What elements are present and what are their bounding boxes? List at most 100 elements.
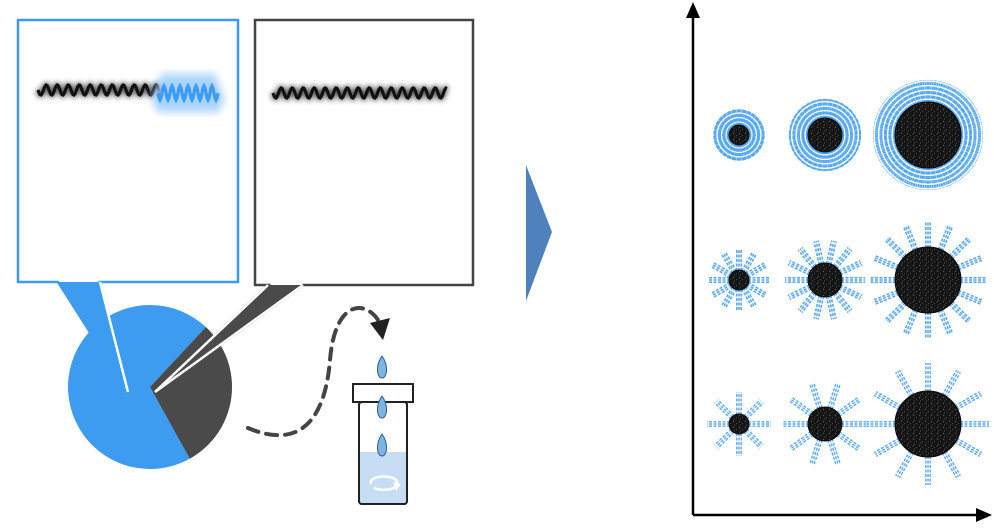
- corona-arm: [841, 133, 862, 139]
- corona-arm: [790, 123, 810, 132]
- corona-arm: [713, 262, 733, 275]
- corona-arm: [948, 158, 966, 177]
- corona-arm: [892, 159, 910, 179]
- corona-arm: [954, 151, 975, 166]
- corona-arm: [924, 166, 928, 190]
- corona-arm: [943, 87, 958, 108]
- corona-arm: [822, 98, 826, 119]
- corona-arm: [713, 285, 733, 298]
- micelle-core: [728, 124, 750, 146]
- corona-arm: [747, 281, 767, 294]
- corona-arm: [960, 135, 984, 141]
- corona-arm: [946, 90, 962, 111]
- corona-arm: [714, 428, 732, 446]
- corona-arm: [797, 290, 814, 311]
- corona-arm: [873, 437, 900, 454]
- corona-arm: [840, 135, 861, 141]
- corona-arm: [875, 143, 898, 152]
- corona-arm: [840, 129, 861, 135]
- corona-arm: [946, 159, 962, 180]
- corona-arm: [714, 139, 732, 145]
- corona-arm: [837, 432, 860, 450]
- corona-arm: [928, 166, 932, 190]
- corona-arm: [836, 249, 853, 270]
- corona-arm: [826, 99, 834, 120]
- corona-arm: [873, 137, 897, 143]
- corona-arm: [896, 88, 912, 109]
- corona-arm: [881, 104, 902, 119]
- corona-arm: [889, 156, 907, 176]
- corona-arm: [808, 102, 819, 122]
- corona-arm: [922, 166, 926, 190]
- corona-arm: [873, 254, 900, 267]
- corona-arm: [740, 288, 753, 308]
- corona-arm: [945, 450, 962, 477]
- corona-arm: [951, 98, 971, 115]
- corona-arm: [840, 263, 863, 276]
- corona-arm: [932, 166, 940, 190]
- corona-arm: [953, 102, 974, 117]
- corona-arm: [833, 147, 847, 166]
- corona-arm: [745, 120, 762, 130]
- corona-arm: [726, 111, 735, 128]
- corona-arm: [882, 102, 902, 119]
- corona-arm: [959, 127, 983, 133]
- droplet-icon: [377, 433, 387, 457]
- corona-arm: [944, 88, 960, 109]
- corona-arm: [873, 139, 897, 145]
- corona-arm: [873, 141, 897, 147]
- corona-arm: [840, 284, 863, 297]
- corona-arm: [717, 399, 735, 417]
- corona-arm: [937, 224, 950, 250]
- corona-arm: [830, 102, 843, 121]
- corona-arm: [793, 142, 812, 154]
- corona-arm: [807, 149, 820, 168]
- corona-arm: [943, 451, 960, 478]
- micelle-r2-c3: [869, 221, 987, 339]
- corona-arm: [892, 91, 908, 112]
- corona-arm: [815, 295, 823, 320]
- corona-arm: [904, 309, 917, 335]
- corona-arm: [789, 129, 810, 135]
- corona-arm: [817, 295, 825, 320]
- corona-arm: [874, 392, 901, 409]
- corona-arm: [958, 141, 982, 150]
- corona-arm: [832, 103, 845, 122]
- corona-arm: [948, 303, 969, 324]
- corona-arm: [723, 253, 736, 273]
- corona-arm: [813, 294, 821, 319]
- corona-arm: [930, 166, 934, 190]
- corona-arm: [959, 125, 983, 131]
- chevron-right-icon: [526, 165, 552, 301]
- micelle-r2-c2: [785, 240, 865, 320]
- corona-arm: [796, 144, 814, 159]
- corona-arm: [874, 120, 898, 129]
- corona-arm: [787, 284, 810, 297]
- corona-arm: [874, 141, 898, 150]
- corona-arm: [941, 452, 958, 479]
- corona-arm: [938, 164, 949, 187]
- corona-arm: [957, 116, 981, 125]
- corona-arm: [831, 149, 838, 170]
- corona-arm: [744, 400, 763, 419]
- corona-arm: [791, 142, 812, 151]
- corona-arm: [902, 85, 916, 107]
- corona-arm: [746, 428, 764, 446]
- corona-arm: [746, 138, 760, 153]
- corona-arm: [790, 398, 813, 416]
- corona-arm: [934, 165, 942, 189]
- corona-arm: [940, 85, 954, 107]
- corona-arm: [831, 384, 841, 410]
- corona-arm: [744, 286, 757, 306]
- corona-arm: [827, 100, 838, 120]
- corona-arm: [900, 86, 914, 108]
- corona-arm: [942, 162, 956, 184]
- corona-arm: [826, 150, 831, 171]
- corona-arm: [949, 94, 967, 114]
- corona-arm: [941, 369, 958, 396]
- y-axis-arrow-icon: [686, 2, 700, 18]
- corona-arm: [825, 240, 833, 265]
- corona-arm: [837, 143, 853, 160]
- corona-arm: [799, 108, 815, 125]
- corona-arm: [723, 287, 736, 307]
